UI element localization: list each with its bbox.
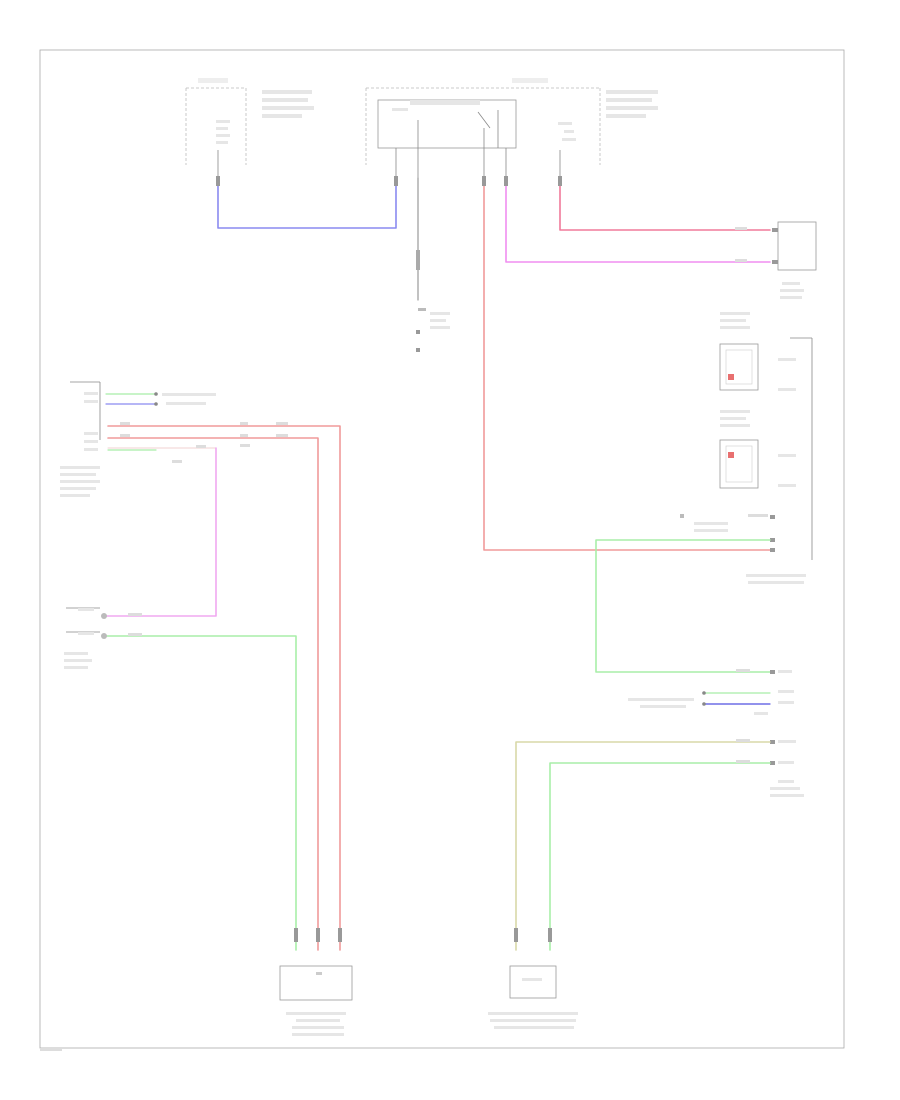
right-connector	[772, 221, 817, 299]
left-connector-b	[64, 607, 107, 669]
top-left-fuse-block	[185, 78, 314, 178]
wire-green-left	[103, 635, 297, 951]
right-lower-connector	[628, 670, 804, 797]
ground-symbol	[416, 308, 450, 352]
wire-magenta-left	[103, 447, 217, 617]
wire-pink-right	[559, 177, 771, 231]
wire-red-left-2	[107, 437, 319, 951]
wire-green-bottom-right	[549, 762, 771, 951]
relay-box	[377, 99, 517, 149]
wire-blue-top	[217, 177, 397, 229]
wire-red-relay	[483, 177, 771, 551]
wire-green-right	[595, 539, 771, 673]
left-connector-a	[60, 381, 216, 497]
wire-red-left-1	[107, 425, 341, 951]
right-sensor-1	[719, 312, 796, 391]
right-sensor-2	[719, 410, 796, 489]
wire-magenta-relay	[505, 177, 771, 263]
bottom-right-sensor	[488, 928, 578, 1029]
top-center-relay-block	[365, 78, 658, 178]
bottom-left-sensor	[279, 928, 353, 1036]
wire-olive	[515, 741, 771, 951]
diagram-frame	[39, 49, 845, 1049]
right-module	[680, 312, 813, 584]
